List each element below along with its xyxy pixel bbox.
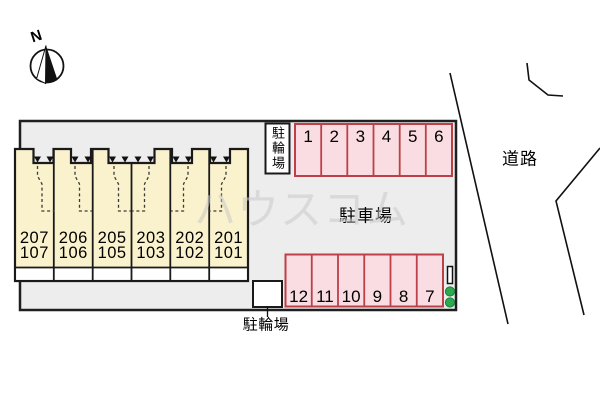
unit-label-206-106: 206 106 [51,229,95,262]
road-edge-right [555,147,600,316]
parking-space-3: 3 [355,127,366,146]
entry-path-203 [132,166,150,212]
parking-space-11: 11 [316,287,334,306]
unit-lower: 101 [214,244,244,262]
parking-space-5: 5 [407,127,418,146]
unit-divider-lines [52,149,211,280]
post-marker [446,265,454,285]
compass-needle-east [45,45,58,84]
parking-space-12: 12 [289,287,309,306]
unit-upper: 203 [136,229,166,247]
entry-path-201 [209,166,227,212]
road-edge-top [526,62,564,97]
unit-lower: 105 [97,244,127,262]
parking-space-9: 9 [372,287,383,306]
entry-path-202 [171,166,189,212]
entry-path-207 [36,166,55,212]
unit-lower: 102 [175,244,205,262]
entry-path-dashes [36,166,227,212]
shrub-icon [444,297,456,308]
parking-space-2: 2 [329,127,339,146]
unit-upper: 207 [19,229,49,247]
parking-row-bottom-dividers [310,254,418,307]
unit-label-205-105: 205 105 [90,229,134,262]
parking-space-7: 7 [425,287,435,306]
entry-path-206 [74,166,92,212]
unit-label-203-103: 203 103 [129,229,173,262]
entrance-arrow-icons [34,156,230,163]
parking-space-6: 6 [434,127,444,146]
unit-label-201-101: 201 101 [207,229,251,262]
parking-space-1: 1 [303,127,313,146]
bike-parking-top-box [264,122,291,175]
parking-lot-label: 駐車場 [339,206,393,226]
shrub-icon [444,286,456,297]
compass-icon [29,45,65,85]
bike-parking-top-label: 駐輪場 [270,126,285,171]
unit-upper: 202 [175,229,205,247]
parking-space-4: 4 [381,127,392,146]
bike-parking-bottom-box [252,280,283,308]
unit-upper: 206 [58,229,88,247]
entry-path-205 [113,166,131,212]
unit-label-207-107: 207 107 [12,229,56,262]
road-label: 道路 [502,149,538,169]
road-edge-left [449,72,509,325]
unit-upper: 201 [214,229,244,247]
unit-upper: 205 [97,229,127,247]
bike-parking-bottom-label: 駐輪場 [242,316,290,334]
parking-row-top-dividers [320,124,427,176]
unit-lower: 103 [136,244,166,262]
unit-label-202-102: 202 102 [168,229,212,262]
parking-space-8: 8 [398,287,409,306]
parking-space-10: 10 [341,287,361,306]
unit-lower: 107 [19,244,49,262]
unit-lower: 106 [58,244,88,262]
